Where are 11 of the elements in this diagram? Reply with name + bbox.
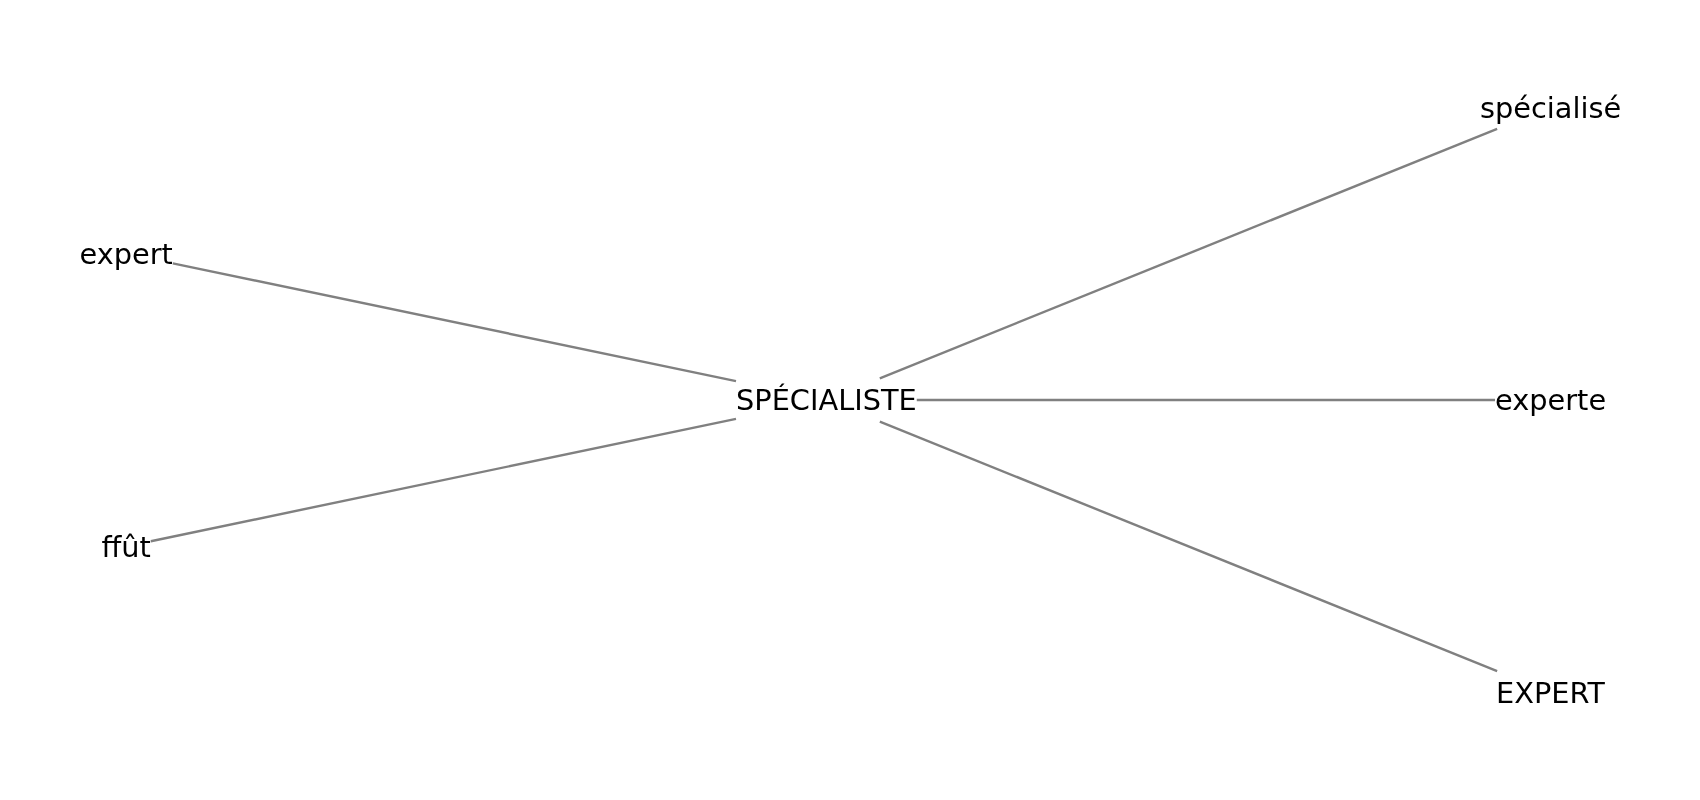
link-line — [172, 262, 736, 383]
link-line — [916, 398, 1495, 402]
link-line — [150, 417, 736, 543]
link-line — [879, 420, 1498, 673]
word-label: ffût — [101, 529, 151, 564]
word-label: expert — [79, 236, 173, 271]
word-label: SPÉCIALISTE — [735, 383, 917, 417]
word-label: EXPERT — [1495, 676, 1605, 710]
link-line — [879, 127, 1498, 380]
word-label: spécialisé — [1479, 90, 1621, 124]
word-label: experte — [1494, 383, 1606, 417]
